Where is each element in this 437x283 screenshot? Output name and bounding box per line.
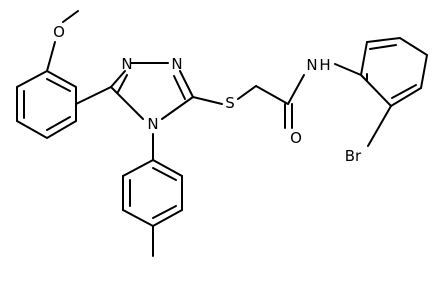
amide-nitrogen-label: N <box>306 56 317 74</box>
triazole-ring <box>110 86 144 120</box>
aryl-triazole-bond <box>75 86 112 105</box>
ring-bromophenyl-inner <box>391 84 417 99</box>
methyl-ether-bond <box>62 10 79 23</box>
c-br-bond <box>367 105 392 147</box>
ch2-carbonyl-bond <box>255 85 289 105</box>
ring-bromophenyl-inner <box>369 44 397 50</box>
methoxy-oxygen-label: O <box>53 23 65 41</box>
triazole-double-inner <box>117 74 128 93</box>
n-aryl-bond <box>334 63 362 76</box>
triazole-nitrogen-left-label: N <box>121 55 132 73</box>
methoxy-bond <box>46 41 56 72</box>
bond-layer <box>16 10 429 257</box>
s-ch2-bond <box>237 85 257 100</box>
triazole-double-inner <box>173 75 186 100</box>
carbonyl-oxygen-label: O <box>290 129 302 147</box>
triazole-ring <box>110 70 126 88</box>
ring-tolyl-inner <box>152 205 177 219</box>
carbonyl-n-bond <box>287 74 305 105</box>
triazole-ring <box>161 96 194 120</box>
ring-methoxyphenyl-inner <box>46 116 71 131</box>
sulfur-label: S <box>225 94 235 112</box>
atom-labels: O N N N S O N H Br <box>53 23 362 165</box>
ring-methoxyphenyl <box>16 70 77 140</box>
ring-tolyl <box>122 159 183 228</box>
triazole-nitrogen-bottom-label: N <box>147 115 158 133</box>
c-s-bond <box>192 96 223 105</box>
amide-hydrogen-label: H <box>319 56 330 74</box>
bromine-label: Br <box>345 147 362 165</box>
triazole-ring <box>179 70 194 98</box>
triazole-nitrogen-right-label: N <box>171 55 182 73</box>
ring-methoxyphenyl-inner <box>46 78 71 92</box>
ring-tolyl-inner <box>152 167 177 181</box>
